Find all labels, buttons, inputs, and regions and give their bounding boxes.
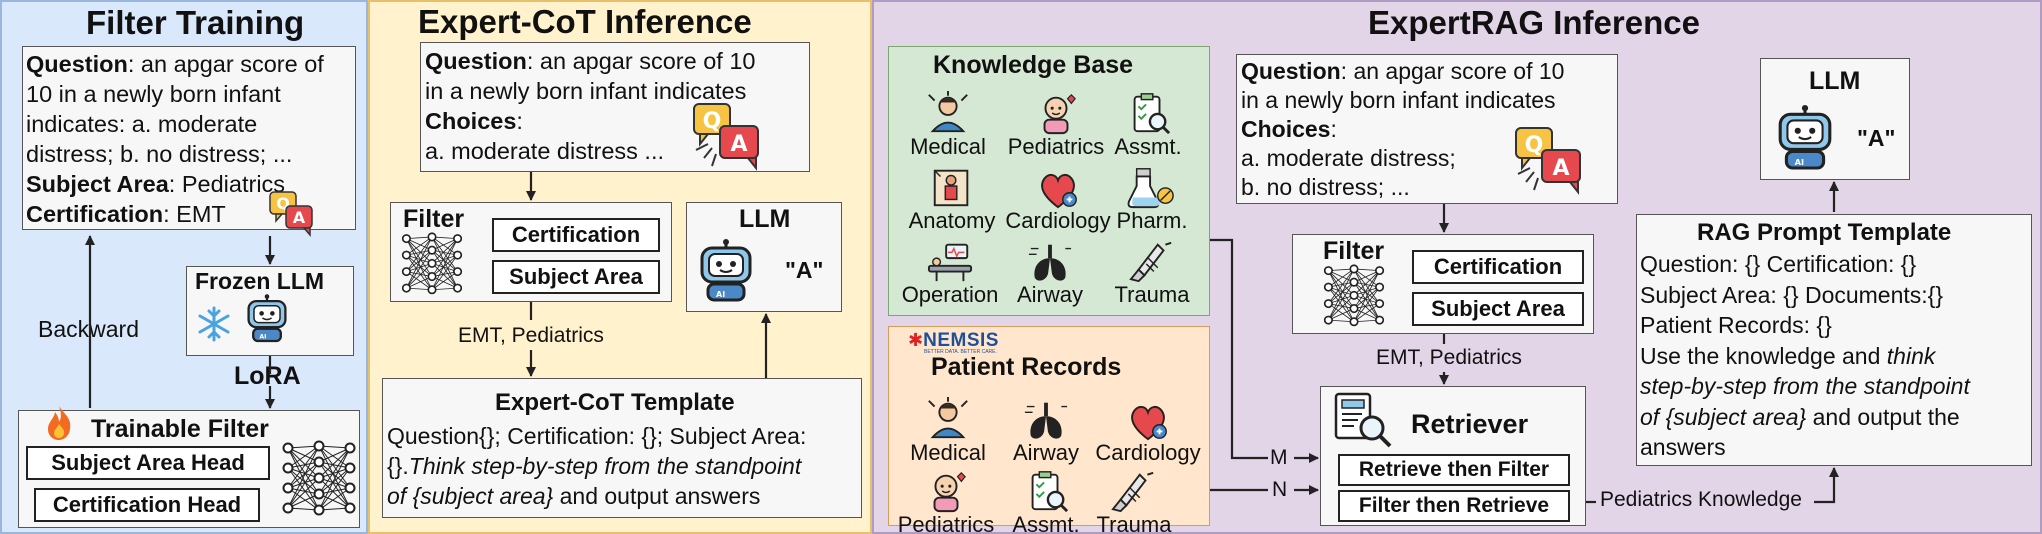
- trauma-icon: [1129, 241, 1172, 283]
- operation-icon: [927, 243, 973, 282]
- category-label: Trauma: [1114, 282, 1190, 307]
- neural-network-icon: [1323, 264, 1385, 327]
- qa-chat-icon: Q A: [269, 191, 313, 238]
- filter-training-title: Filter Training: [86, 4, 305, 41]
- category-label: Assmt.: [1114, 134, 1182, 159]
- rag-edge-label: EMT, Pediatrics: [1376, 346, 1522, 370]
- cot-template-box: Expert-CoT Template Question{}; Certific…: [382, 378, 862, 518]
- neural-network-icon: [401, 232, 463, 295]
- category-label: Cardiology: [1095, 440, 1201, 465]
- svg-text:AI: AI: [259, 334, 266, 341]
- category-label: Airway: [1012, 440, 1079, 465]
- qa-chat-icon: Q A: [693, 103, 759, 171]
- qa-chat-icon: Q A: [1515, 127, 1581, 195]
- filter-then-retrieve: Filter then Retrieve: [1338, 490, 1570, 522]
- subject-area-head: Subject Area Head: [26, 446, 270, 480]
- category-label: Medical: [910, 134, 986, 159]
- rag-prompt-template-box: RAG Prompt Template Question: {} Certifi…: [1636, 214, 2032, 466]
- svg-text:AI: AI: [1795, 157, 1804, 167]
- category-label: Pediatrics: [1007, 134, 1105, 159]
- category-label: Cardiology: [1005, 208, 1111, 233]
- nemsis-logo: ✱NEMSIS BETTER DATA. BETTER CARE.: [908, 330, 999, 355]
- expert-rag-title: ExpertRAG Inference: [1368, 4, 1700, 41]
- snowflake-icon: [198, 306, 230, 342]
- edge-label-n: N: [1272, 478, 1288, 502]
- cot-question-box: Question: an apgar score of 10 in a newl…: [420, 42, 810, 172]
- category-label: Assmt.: [1012, 512, 1080, 534]
- svg-text:A: A: [1552, 156, 1569, 181]
- svg-text:A: A: [293, 208, 306, 227]
- llm-answer: "A": [1857, 125, 1896, 151]
- svg-text:Q: Q: [1525, 133, 1544, 158]
- assmt-icon: [1133, 93, 1171, 135]
- svg-text:A: A: [730, 132, 747, 157]
- fire-icon: [48, 406, 71, 440]
- robot-icon: AI: [247, 294, 287, 343]
- subject-area-label: Subject Area: [26, 171, 169, 197]
- category-label: Medical: [910, 440, 986, 465]
- trauma-icon: [1111, 471, 1154, 513]
- robot-icon: AI: [1778, 104, 1832, 170]
- neural-network-icon: [282, 440, 356, 516]
- svg-text:AI: AI: [716, 290, 725, 299]
- question-label: Question: [26, 51, 128, 77]
- robot-icon: AI: [700, 239, 752, 302]
- anatomy-icon: [933, 169, 969, 207]
- certification-label: Certification: [26, 201, 164, 227]
- cardiology-icon: [1041, 173, 1077, 209]
- airway-icon: [1028, 244, 1072, 281]
- assmt-icon: [1031, 471, 1069, 513]
- category-label: Anatomy: [908, 208, 996, 233]
- backward-label: Backward: [36, 316, 141, 343]
- pediatrics-icon: [933, 471, 966, 513]
- retrieve-then-filter: Retrieve then Filter: [1338, 454, 1570, 486]
- category-label: Operation: [901, 282, 999, 307]
- document-search-icon: [1334, 392, 1392, 448]
- lora-label: LoRA: [234, 362, 301, 390]
- medical-icon: [928, 396, 968, 439]
- rag-subject-area-box: Subject Area: [1412, 292, 1584, 326]
- medical-icon: [928, 90, 968, 133]
- category-label: Pharm.: [1116, 208, 1188, 233]
- category-label: Trauma: [1096, 512, 1172, 534]
- cot-edge-label: EMT, Pediatrics: [458, 324, 604, 348]
- cardiology-icon: [1131, 405, 1167, 441]
- svg-text:Q: Q: [703, 109, 722, 134]
- cot-certification-box: Certification: [492, 218, 660, 252]
- category-label: Pediatrics: [897, 512, 995, 534]
- edge-label-m: M: [1270, 446, 1288, 470]
- category-label: Airway: [1016, 282, 1083, 307]
- expert-cot-title: Expert-CoT Inference: [418, 3, 752, 40]
- llm-answer: "A": [785, 257, 824, 283]
- cot-subject-area-box: Subject Area: [492, 260, 660, 294]
- rag-certification-box: Certification: [1412, 250, 1584, 284]
- ft-question-box: Question: an apgar score of 10 in a newl…: [22, 46, 356, 230]
- pharm-icon: [1127, 168, 1174, 209]
- airway-icon: [1024, 402, 1068, 439]
- pediatrics-icon: [1043, 93, 1076, 135]
- pediatrics-knowledge-label: Pediatrics Knowledge: [1598, 488, 1804, 512]
- certification-head: Certification Head: [34, 488, 260, 522]
